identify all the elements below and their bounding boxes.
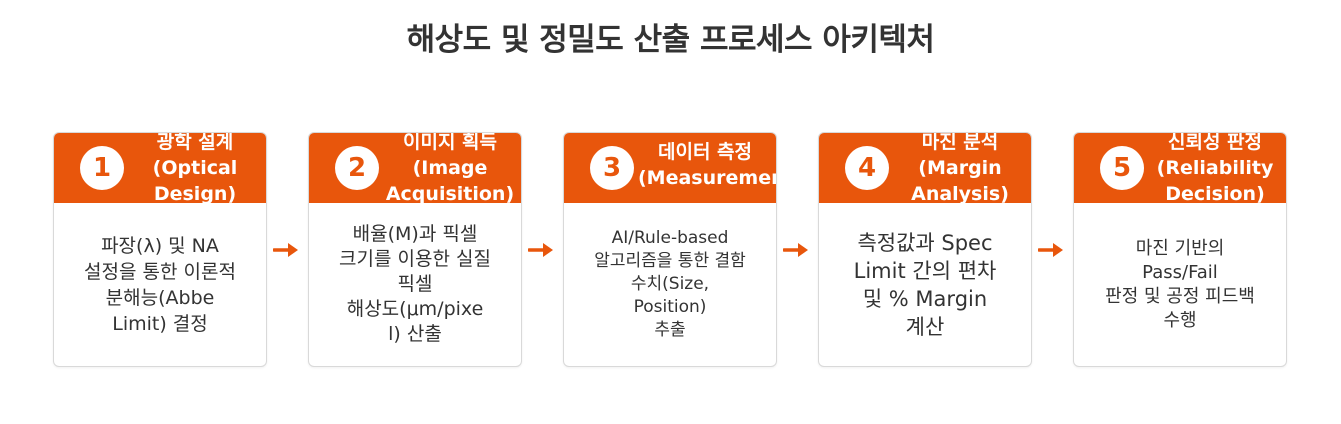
step-heading-1: 광학 설계 (Optical Design) [152, 133, 238, 203]
step-number-1: 1 [80, 146, 124, 190]
step-heading-3: 데이터 측정 (Measurement) [638, 141, 776, 189]
arrow-right-icon [273, 243, 298, 257]
step-header-1: 1 광학 설계 (Optical Design) [54, 133, 266, 203]
step-header-5: 5 신뢰성 판정 (Reliability Decision) [1074, 133, 1286, 203]
step-description-3: AI/Rule-based 알고리즘을 통한 결함 수치(Size, Posit… [594, 228, 746, 340]
step-header-4: 4 마진 분석 (Margin Analysis) [819, 133, 1031, 203]
step-description-1: 파장(λ) 및 NA 설정을 통한 이론적 분해능(Abbe Limit) 결정 [84, 234, 236, 335]
diagram-title: 해상도 및 정밀도 산출 프로세스 아키텍처 [406, 22, 935, 58]
step-description-5: 마진 기반의 Pass/Fail 판정 및 공정 피드백 수행 [1105, 237, 1255, 331]
step-heading-4: 마진 분석 (Margin Analysis) [911, 133, 1009, 203]
step-description-4: 측정값과 Spec Limit 간의 편차 및 % Margin 계산 [853, 230, 997, 339]
arrow-right-icon [528, 243, 553, 257]
step-card-1: 1 광학 설계 (Optical Design) 파장(λ) 및 NA 설정을 … [53, 132, 267, 367]
step-heading-2: 이미지 획득 (Image Acquisition) [385, 133, 515, 203]
arrow-right-icon [783, 243, 808, 257]
step-card-5: 5 신뢰성 판정 (Reliability Decision) 마진 기반의 P… [1073, 132, 1287, 367]
step-number-2: 2 [335, 146, 379, 190]
step-card-2: 2 이미지 획득 (Image Acquisition) 배율(M)과 픽셀 크… [308, 132, 522, 367]
arrow-right-icon [1038, 243, 1063, 257]
step-header-2: 2 이미지 획득 (Image Acquisition) [309, 133, 521, 203]
step-description-2: 배율(M)과 픽셀 크기를 이용한 실질 픽셀 해상도(μm/pixe l) 산… [339, 223, 491, 345]
step-card-4: 4 마진 분석 (Margin Analysis) 측정값과 Spec Limi… [818, 132, 1032, 367]
step-header-3: 3 데이터 측정 (Measurement) [564, 133, 776, 203]
step-card-3: 3 데이터 측정 (Measurement) AI/Rule-based 알고리… [563, 132, 777, 367]
step-number-3: 3 [590, 146, 634, 190]
step-number-5: 5 [1100, 146, 1144, 190]
step-heading-5: 신뢰성 판정 (Reliability Decision) [1156, 133, 1274, 203]
step-number-4: 4 [845, 146, 889, 190]
